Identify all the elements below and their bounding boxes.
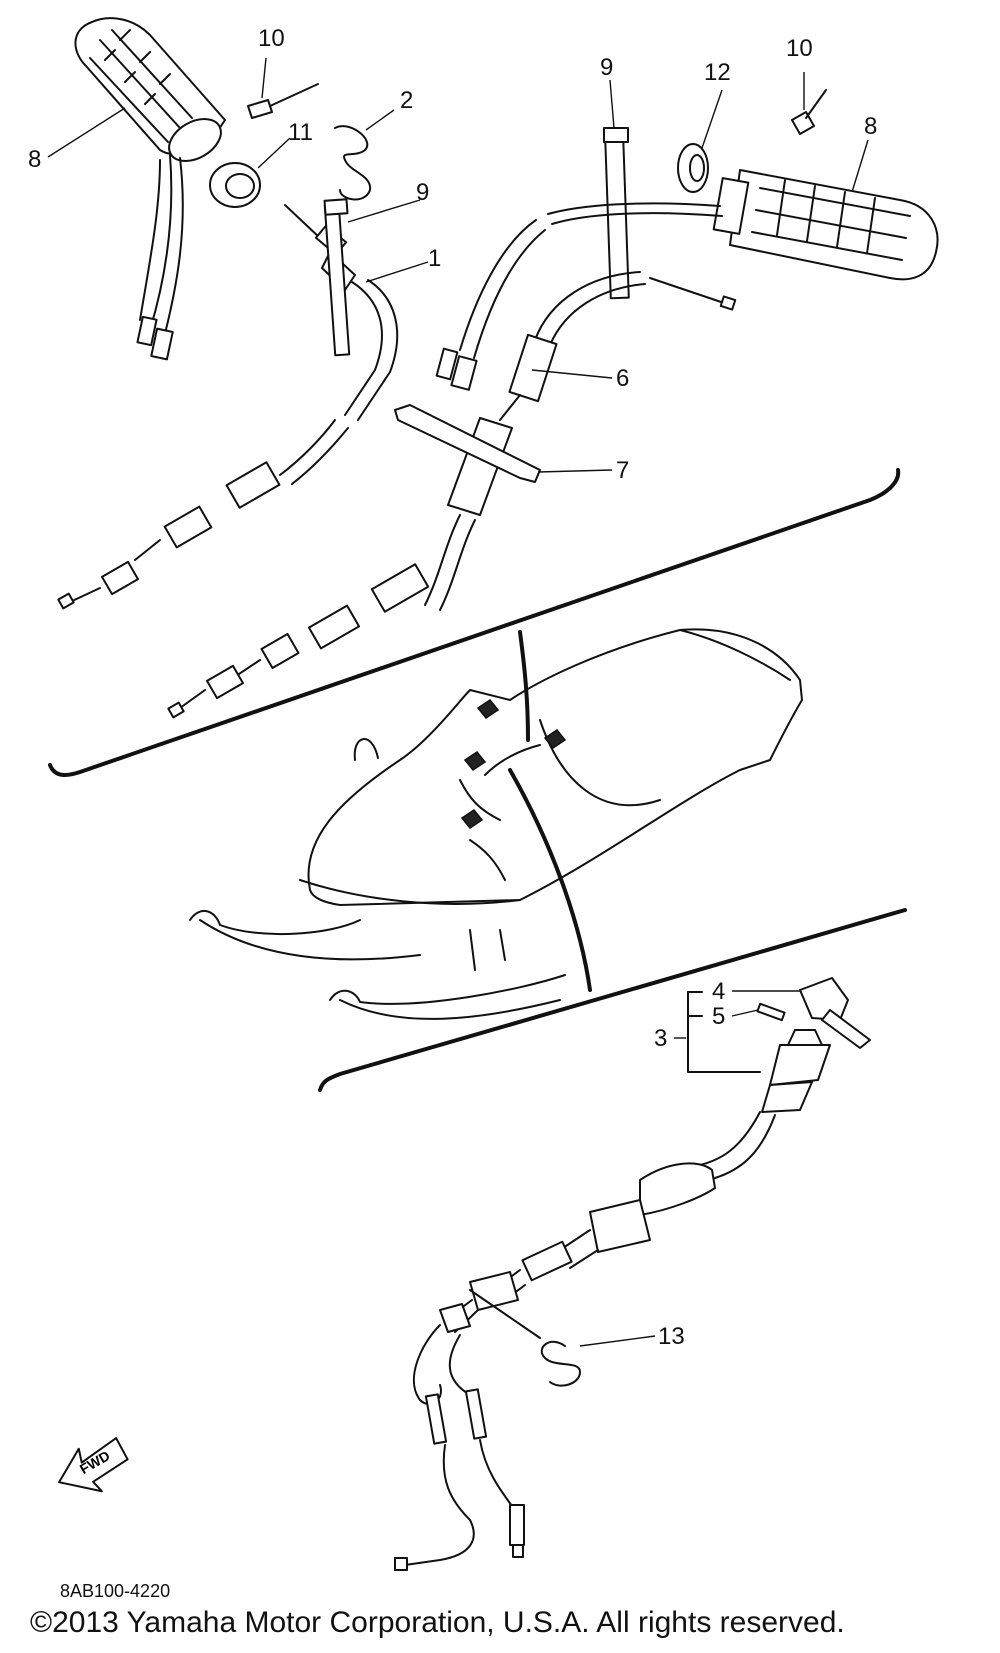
callout-9-right: 9 — [600, 54, 613, 81]
clip-part-13 — [540, 1340, 581, 1387]
callout-labels: 10 2 11 8 9 1 9 12 10 8 6 7 4 5 3 13 FWD — [28, 25, 877, 1477]
throttle-cable-part-1 — [57, 204, 399, 610]
callout-12: 12 — [704, 59, 731, 86]
callout-7: 7 — [616, 457, 629, 484]
callout-8-right: 8 — [864, 113, 877, 140]
callout-10-left: 10 — [258, 25, 285, 52]
callout-9-left: 9 — [416, 179, 429, 206]
lower-cable — [394, 1111, 776, 1571]
cable-tie-part-7 — [394, 404, 541, 483]
callout-5: 5 — [712, 1003, 725, 1030]
ring-part-11 — [209, 162, 261, 208]
divider-upper — [48, 468, 901, 777]
cable-tie-part-9-right — [603, 127, 630, 300]
cable-part-6 — [167, 271, 737, 719]
callout-2: 2 — [400, 87, 413, 114]
callout-3: 3 — [654, 1025, 667, 1052]
leader-lines — [47, 57, 869, 1347]
switch-assembly-part-3 — [687, 977, 871, 1113]
snowmobile-overview — [189, 628, 803, 1020]
left-grip — [74, 17, 226, 361]
screw-part-10-right — [791, 89, 827, 135]
ring-part-12 — [677, 143, 709, 193]
reference-code: 8AB100-4220 — [60, 1581, 171, 1601]
screw-part-10-left — [247, 83, 319, 119]
right-grip — [435, 169, 939, 391]
copyright-notice: ©2013 Yamaha Motor Corporation, U.S.A. A… — [30, 1606, 845, 1639]
callout-8-left: 8 — [28, 146, 41, 173]
fwd-arrow-icon — [58, 1437, 129, 1493]
clip-part-2 — [334, 125, 372, 201]
divider-lower — [318, 908, 907, 1092]
callout-10-right: 10 — [786, 35, 813, 62]
callout-13: 13 — [658, 1323, 685, 1350]
cable-tie-part-9-left — [323, 198, 351, 357]
callout-4: 4 — [712, 978, 725, 1005]
callout-6: 6 — [616, 365, 629, 392]
callout-1: 1 — [428, 245, 441, 272]
callout-11: 11 — [288, 119, 313, 146]
